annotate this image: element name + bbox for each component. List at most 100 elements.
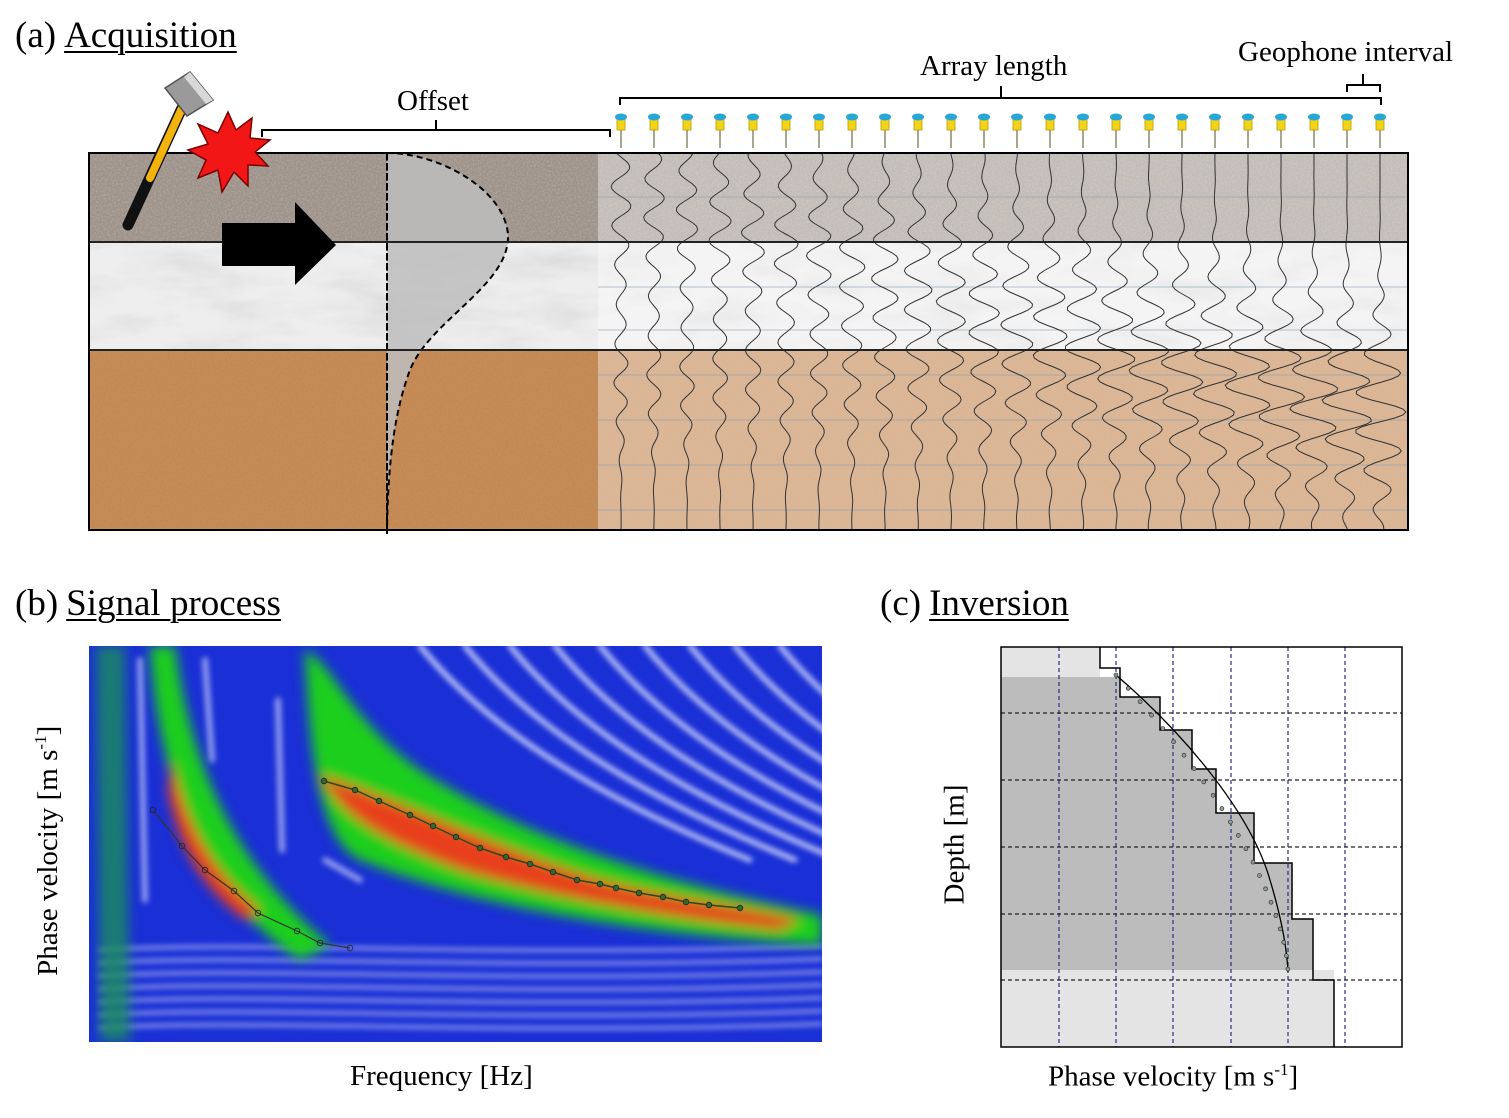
geophone-icon xyxy=(714,113,726,148)
dispersion-point xyxy=(736,904,744,912)
seismic-trace xyxy=(773,153,799,530)
seismic-trace xyxy=(1258,153,1306,530)
dispersion-point xyxy=(635,889,643,897)
dispersion-point xyxy=(596,880,604,888)
array-length-bracket xyxy=(619,86,1382,105)
geophone-icon xyxy=(648,113,660,148)
seismic-trace xyxy=(1128,153,1169,529)
velocity-profile-steps xyxy=(1099,647,1335,1047)
seismic-trace xyxy=(1192,153,1237,530)
observed-point xyxy=(1137,699,1143,705)
dispersion-point xyxy=(316,939,324,947)
sledgehammer-icon xyxy=(122,71,215,231)
panel-a-title: (a)Acquisition xyxy=(15,14,237,57)
array-length-label: Array length xyxy=(920,50,1068,82)
observed-point xyxy=(1250,859,1256,865)
dispersion-point xyxy=(573,876,581,884)
dispersion-point xyxy=(406,811,414,819)
offset-bracket xyxy=(261,120,611,137)
geophone-icon xyxy=(1209,113,1221,148)
panel-c-x-axis-label: Phase velocity [m s-1] xyxy=(1048,1060,1298,1094)
panel-c-heading: Inversion xyxy=(929,583,1069,624)
observed-point xyxy=(1181,752,1187,758)
observed-point xyxy=(1201,779,1207,785)
dispersion-point xyxy=(178,842,186,850)
bottom-light-region xyxy=(1001,970,1334,1047)
seismic-trace xyxy=(1355,153,1407,530)
geophone-icon xyxy=(780,113,792,148)
geophone-array xyxy=(615,113,1386,148)
panel-b-y-axis-label: Phase velocity [m s-1] xyxy=(31,701,65,1001)
dispersion-point xyxy=(452,833,460,841)
dispersion-point xyxy=(346,944,354,952)
seismic-trace xyxy=(871,153,899,529)
observed-point xyxy=(1263,886,1268,892)
dispersion-point xyxy=(149,806,157,814)
geophone-icon xyxy=(978,113,990,148)
subsurface-section xyxy=(89,153,1408,530)
seismic-trace xyxy=(1000,153,1034,530)
seismic-trace xyxy=(1032,153,1068,530)
observed-point xyxy=(1243,846,1249,852)
geophone-icon xyxy=(879,113,891,148)
seismic-trace xyxy=(903,153,933,530)
geophone-icon xyxy=(1143,113,1155,148)
observed-point xyxy=(1236,833,1241,838)
geophone-icon xyxy=(945,113,957,148)
panel-c-y-axis-label: Depth [m] xyxy=(938,784,971,905)
geophone-icon xyxy=(1275,113,1287,148)
seismic-traces xyxy=(610,153,1407,530)
y-label-end: ] xyxy=(31,725,64,736)
observed-point xyxy=(1219,806,1225,811)
seismic-trace xyxy=(805,153,832,529)
dispersion-point xyxy=(320,777,328,785)
seismic-trace xyxy=(1224,153,1271,530)
surface-wave-energy-shape xyxy=(386,153,510,530)
seismic-trace xyxy=(708,153,732,530)
observed-point xyxy=(1277,926,1283,932)
geophone-icon xyxy=(1176,113,1188,148)
observed-point xyxy=(1149,712,1154,718)
observed-point xyxy=(1284,953,1289,959)
dispersion-point xyxy=(429,822,437,830)
dispersion-point xyxy=(254,909,262,917)
seismogram-overlay xyxy=(598,153,1408,530)
seismic-trace xyxy=(935,153,966,530)
observed-point xyxy=(1113,672,1119,678)
geophone-icon xyxy=(681,113,693,148)
dispersion-point xyxy=(659,893,667,901)
panel-b-x-axis-label: Frequency [Hz] xyxy=(350,1060,533,1092)
observed-point xyxy=(1210,792,1216,798)
geophone-icon xyxy=(846,113,858,148)
x-label-sup: -1 xyxy=(1274,1060,1289,1079)
geophone-icon xyxy=(1011,113,1023,148)
dispersion-point xyxy=(526,860,534,868)
geophone-icon xyxy=(1110,113,1122,148)
seismic-trace xyxy=(1064,153,1102,530)
dispersion-point xyxy=(201,866,209,874)
seismic-trace xyxy=(740,153,765,529)
section-border xyxy=(88,152,1409,531)
x-label-text: Phase velocity [m s xyxy=(1048,1060,1275,1093)
dispersion-point xyxy=(230,887,238,895)
dispersion-point xyxy=(293,927,301,935)
offset-label: Offset xyxy=(397,85,469,117)
dispersion-point xyxy=(351,786,359,794)
geophone-icon xyxy=(1374,113,1386,148)
panel-b-heading: Signal process xyxy=(66,583,281,624)
fundamental-mode-curve xyxy=(152,809,351,949)
seismic-trace xyxy=(643,153,665,529)
wave-propagation-arrow-icon xyxy=(222,202,336,285)
x-label-end: ] xyxy=(1288,1060,1299,1093)
geophone-interval-bracket xyxy=(1346,74,1381,92)
seismic-trace xyxy=(1161,153,1204,530)
dispersion-point xyxy=(682,898,690,906)
geophone-icon xyxy=(912,113,924,148)
seismic-trace xyxy=(1321,153,1372,530)
geophone-icon xyxy=(615,113,627,148)
observed-point xyxy=(1257,873,1262,878)
dispersion-point xyxy=(612,884,620,892)
observed-point xyxy=(1191,766,1197,771)
panel-b-title: (b)Signal process xyxy=(15,582,281,625)
